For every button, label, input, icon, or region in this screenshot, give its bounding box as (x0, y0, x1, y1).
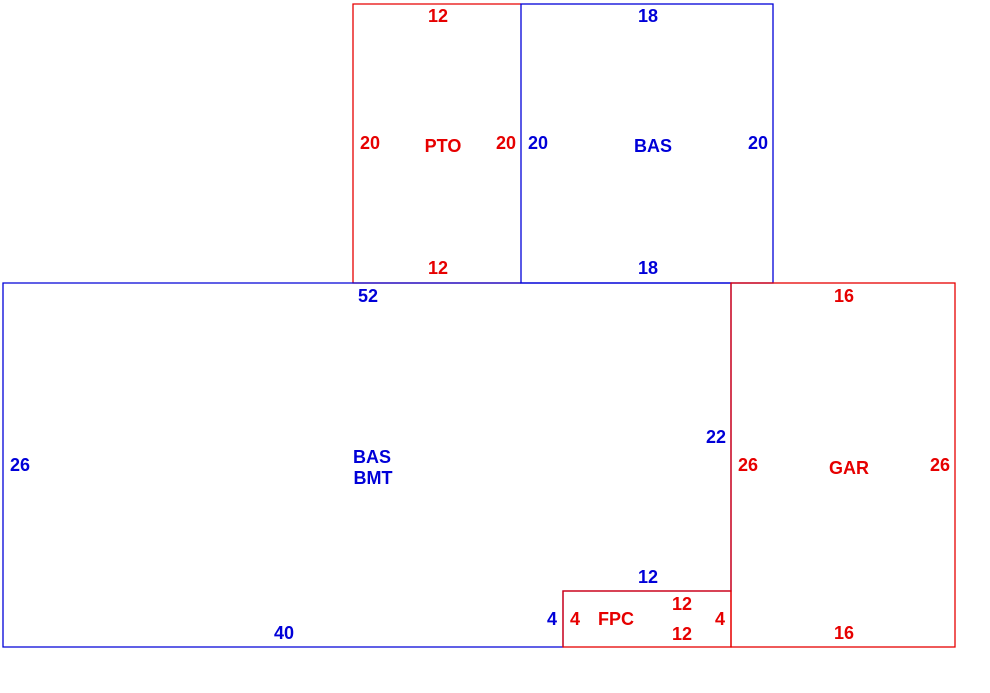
gar-top-dim: 16 (834, 286, 854, 306)
pto-bottom-dim: 12 (428, 258, 448, 278)
fpc-bottom-dim: 12 (672, 624, 692, 644)
bmt-top-dim: 52 (358, 286, 378, 306)
bmt-label-bmt: BMT (354, 468, 393, 488)
bmt-right-dim: 22 (706, 427, 726, 447)
fpc-label: FPC (598, 609, 634, 629)
bas-upper-right-dim: 20 (748, 133, 768, 153)
bas-upper-top-dim: 18 (638, 6, 658, 26)
bmt-notch-top-dim: 12 (638, 567, 658, 587)
pto-left-dim: 20 (360, 133, 380, 153)
bmt-left-dim: 26 (10, 455, 30, 475)
bmt-notch-side-dim: 4 (547, 609, 557, 629)
fpc-left-dim: 4 (570, 609, 580, 629)
gar-outline (730, 282, 956, 648)
fpc-top-dim: 12 (672, 594, 692, 614)
gar-right-dim: 26 (930, 455, 950, 475)
bmt-label-bas: BAS (353, 447, 391, 467)
bas-upper-bottom-dim: 18 (638, 258, 658, 278)
bas-upper-label: BAS (634, 136, 672, 156)
gar-left-dim: 26 (738, 455, 758, 475)
pto-top-dim: 12 (428, 6, 448, 26)
pto-right-dim: 20 (496, 133, 516, 153)
gar-label: GAR (829, 458, 869, 478)
gar-bottom-dim: 16 (834, 623, 854, 643)
pto-label: PTO (425, 136, 462, 156)
fpc-outline (562, 590, 732, 648)
bmt-bottom-dim: 40 (274, 623, 294, 643)
fpc-right-dim: 4 (715, 609, 725, 629)
bas-upper-left-dim: 20 (528, 133, 548, 153)
